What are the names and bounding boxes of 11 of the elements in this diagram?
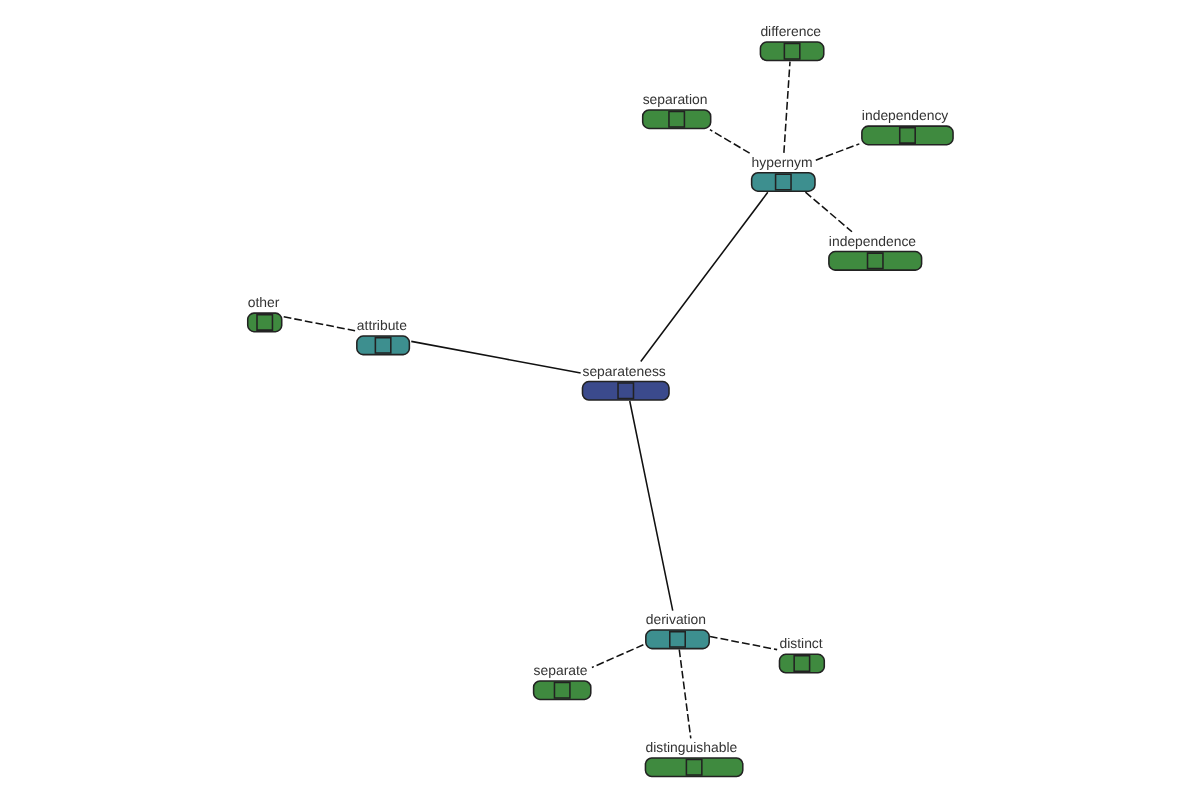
connector: [282, 315, 356, 332]
connector: [783, 60, 791, 154]
connector: [591, 644, 645, 669]
connector: [815, 143, 861, 161]
connector: [678, 648, 692, 740]
connector: [628, 400, 674, 612]
connector: [709, 635, 778, 651]
connector: [804, 191, 853, 233]
connector: [410, 340, 582, 374]
connector: [709, 128, 751, 154]
connector: [640, 191, 769, 363]
